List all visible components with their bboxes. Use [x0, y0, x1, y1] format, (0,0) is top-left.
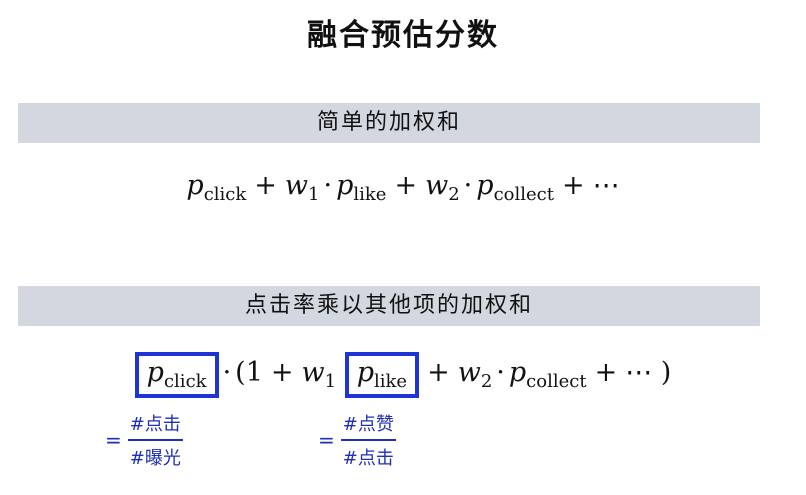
annotation-ctr-fraction: = #点击 #曝光	[105, 410, 183, 470]
annotation-like-rate-fraction: = #点赞 #点击	[318, 410, 396, 470]
fraction-denominator: #曝光	[129, 448, 181, 469]
section-header-ctr-times-weighted-sum: 点击率乘以其他项的加权和	[18, 286, 760, 326]
formula-weighted-sum: pclick+w1·plike+w2·pcollect+⋯	[186, 170, 620, 205]
p-click-highlight-box: pclick	[134, 352, 219, 398]
fraction-denominator: #点击	[342, 448, 394, 469]
w2-term: w2	[425, 170, 460, 205]
w1-term: w1	[301, 357, 337, 392]
p-like-highlight-box: plike	[344, 352, 420, 398]
slide-title: 融合预估分数	[307, 18, 499, 53]
section-header-simple-weighted-sum: 简单的加权和	[18, 103, 760, 143]
p-collect-term: pcollect	[508, 357, 587, 392]
p-click-term: pclick	[186, 170, 247, 205]
fraction-numerator: #点赞	[340, 410, 396, 441]
p-collect-term: pcollect	[476, 170, 554, 205]
w2-term: w2	[457, 357, 493, 392]
formula-ctr-product: pclick·(1+w1 plike+w2·pcollect+⋯ )	[0, 352, 806, 398]
w1-term: w1	[284, 170, 320, 205]
p-like-term: plike	[336, 170, 387, 205]
fraction-numerator: #点击	[127, 410, 183, 441]
